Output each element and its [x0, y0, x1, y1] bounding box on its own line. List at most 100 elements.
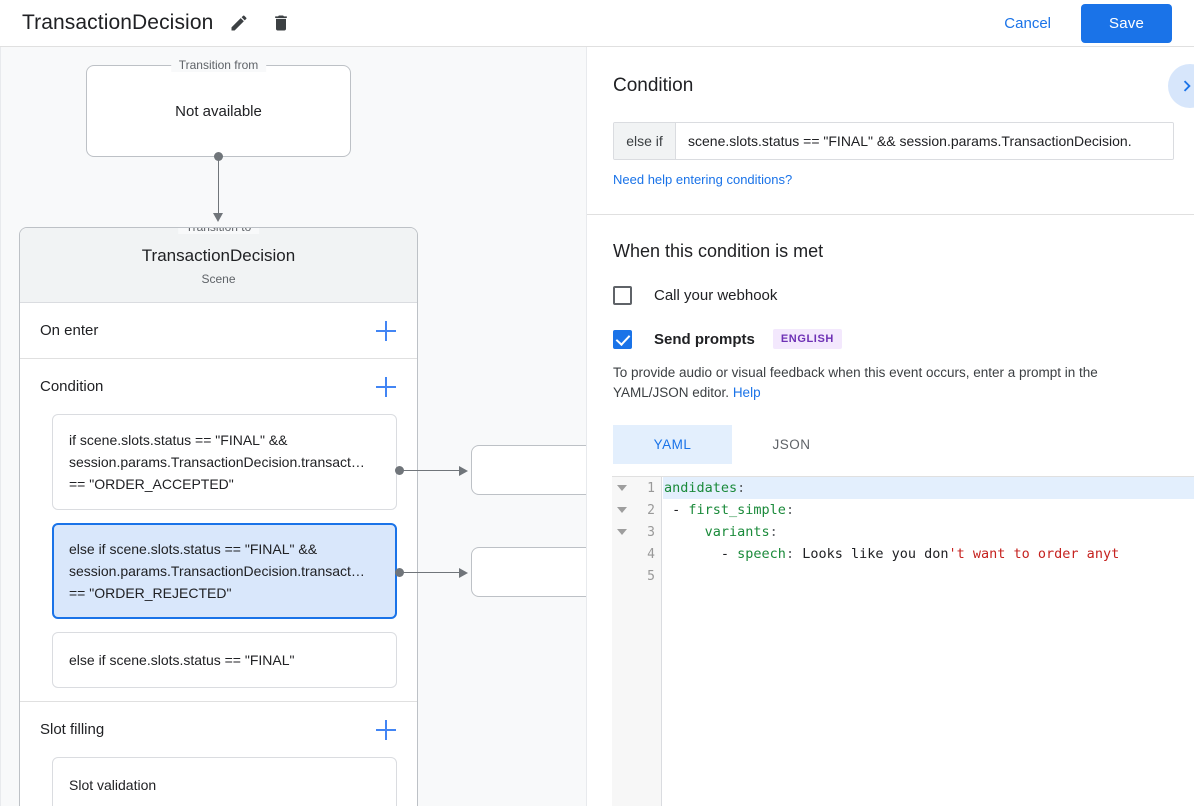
fold-triangle-icon[interactable] [617, 485, 627, 491]
scene-card-title: TransactionDecision [141, 246, 296, 265]
code-token: variants [704, 524, 770, 540]
code-token: - [664, 502, 689, 518]
condition-help-link[interactable]: Need help entering conditions? [613, 172, 793, 187]
call-webhook-checkbox[interactable] [613, 286, 632, 305]
section-header-slot-filling: Slot filling [20, 702, 417, 757]
fold-triangle-icon[interactable] [617, 507, 627, 513]
chevron-right-icon-glyph [1183, 80, 1191, 92]
flow-canvas[interactable]: Transition from Not available Transition… [0, 47, 586, 806]
code-token [664, 524, 705, 540]
scene-card[interactable]: Transition to TransactionDecision Scene … [19, 227, 418, 806]
call-webhook-label: Call your webhook [654, 287, 778, 304]
condition-item[interactable]: else if scene.slots.status == "FINAL" [52, 632, 397, 688]
send-prompts-checkbox[interactable] [613, 329, 632, 349]
code-line[interactable]: - speech: Looks like you don't want to o… [663, 543, 1194, 565]
panel-divider [587, 214, 1194, 215]
line-number: 2 [647, 502, 655, 518]
code-line[interactable] [663, 565, 1194, 587]
condition-prefix-label: else if [614, 123, 676, 159]
trash-icon[interactable] [265, 7, 297, 39]
code-token: : [785, 502, 795, 518]
add-slot-filling-button[interactable] [373, 717, 399, 743]
gutter-row: 5 [612, 565, 661, 587]
add-on-enter-button[interactable] [373, 318, 399, 344]
when-condition-met-heading: When this condition is met [613, 241, 824, 261]
line-number: 4 [647, 546, 655, 562]
transition-to-legend: Transition to [177, 228, 260, 234]
editor-format-tabs: YAML JSON [613, 425, 1174, 464]
code-token: Looks like you don [802, 546, 949, 562]
chevron-right-icon[interactable] [1168, 64, 1194, 108]
prompt-help-note: To provide audio or visual feedback when… [613, 363, 1173, 403]
connector-dot-top [214, 152, 223, 161]
section-title-condition: Condition [40, 378, 104, 395]
slot-validation-item[interactable]: Slot validation [52, 757, 397, 806]
branch-dot-rejected [395, 568, 404, 577]
tab-yaml[interactable]: YAML [613, 425, 732, 464]
webhook-row[interactable]: Call your webhook [613, 286, 1174, 305]
trash-icon-glyph [275, 15, 288, 31]
code-token: : [737, 480, 746, 496]
cancel-button[interactable]: Cancel [988, 6, 1067, 41]
branch-target-node-rejected[interactable] [471, 547, 586, 597]
section-title-slot-filling: Slot filling [40, 721, 105, 738]
gutter-row: 1 [612, 477, 661, 499]
send-prompts-label: Send prompts [654, 330, 755, 348]
send-prompts-row[interactable]: Send prompts ENGLISH [613, 329, 1174, 349]
line-number: 1 [647, 480, 655, 496]
code-token: - [664, 546, 738, 562]
transition-from-value: Not available [175, 102, 262, 120]
section-slot-filling: Slot filling Slot validation [20, 702, 417, 806]
panel-heading: Condition [613, 75, 694, 96]
prompt-note-text: To provide audio or visual feedback when… [613, 365, 1098, 400]
section-header-on-enter: On enter [20, 303, 417, 358]
section-on-enter: On enter [20, 303, 417, 359]
prompt-help-link[interactable]: Help [732, 385, 761, 400]
section-header-condition: Condition [20, 359, 417, 414]
branch-line-rejected [400, 572, 462, 573]
connector-arrow-down [213, 213, 223, 222]
pencil-icon[interactable] [223, 7, 255, 39]
code-line[interactable]: - first_simple: [663, 499, 1194, 521]
when-condition-met-section: When this condition is met Call your web… [587, 215, 1194, 464]
code-token: : [785, 546, 803, 562]
code-line[interactable]: variants: [663, 521, 1194, 543]
line-number: 5 [647, 568, 655, 584]
scene-card-header: TransactionDecision Scene [20, 228, 417, 303]
section-title-on-enter: On enter [40, 322, 99, 339]
branch-arrow-accepted [459, 466, 468, 476]
line-number: 3 [647, 524, 655, 540]
condition-input-row[interactable]: else if [613, 122, 1174, 160]
condition-item-selected[interactable]: else if scene.slots.status == "FINAL" &&… [52, 523, 397, 619]
condition-item[interactable]: if scene.slots.status == "FINAL" && sess… [52, 414, 397, 510]
editor-code-area[interactable]: andidates: - first_simple: variants: - s… [663, 477, 1194, 806]
scene-card-subtitle: Scene [201, 272, 236, 286]
code-token: first_simple [688, 502, 786, 518]
branch-arrow-rejected [459, 568, 468, 578]
page-title: TransactionDecision [22, 11, 214, 34]
code-token: andidates [664, 480, 738, 496]
save-button[interactable]: Save [1081, 3, 1172, 43]
transition-from-node[interactable]: Transition from Not available [86, 58, 351, 157]
code-token: speech [737, 546, 786, 562]
gutter-row: 2 [612, 499, 661, 521]
editor-gutter: 1 2 3 4 5 [612, 477, 662, 806]
top-app-bar: TransactionDecision Cancel Save [0, 0, 1194, 47]
fold-triangle-icon[interactable] [617, 529, 627, 535]
transition-from-legend: Transition from [170, 58, 267, 72]
gutter-row: 3 [612, 521, 661, 543]
branch-target-node-accepted[interactable] [471, 445, 586, 495]
language-badge: ENGLISH [772, 329, 842, 349]
pencil-icon-glyph [231, 15, 247, 31]
section-condition: Condition if scene.slots.status == "FINA… [20, 359, 417, 702]
tab-json[interactable]: JSON [772, 437, 811, 452]
condition-input[interactable] [676, 123, 1173, 159]
code-token: : [769, 524, 778, 540]
branch-line-accepted [400, 470, 462, 471]
code-token: 't want to order anyt [948, 546, 1120, 562]
panel-header: Condition [587, 47, 1194, 108]
code-line[interactable]: andidates: [663, 477, 1194, 499]
connector-line-vertical [218, 157, 219, 216]
yaml-editor[interactable]: 1 2 3 4 5 andidates: - first_simple: variant… [612, 476, 1194, 806]
add-condition-button[interactable] [373, 374, 399, 400]
